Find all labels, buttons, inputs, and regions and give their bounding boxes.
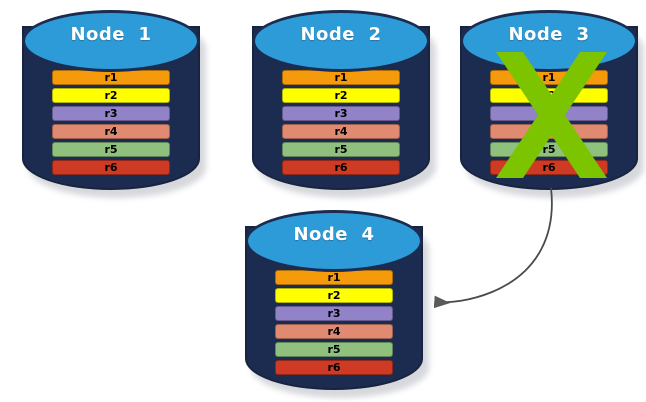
node-top-ellipse xyxy=(22,10,200,72)
node-title: Node 4 xyxy=(293,224,375,245)
record-row[interactable]: r4 xyxy=(52,124,170,139)
record-row[interactable]: r2 xyxy=(282,88,400,103)
record-row[interactable]: r2 xyxy=(52,88,170,103)
replication-arrow xyxy=(433,187,553,309)
node-top-ellipse xyxy=(460,10,638,72)
record-row[interactable]: r6 xyxy=(52,160,170,175)
record-list: r1 r2 r3 r4 r5 r6 xyxy=(275,270,393,378)
record-row[interactable]: r4 xyxy=(275,324,393,339)
record-row[interactable]: r5 xyxy=(275,342,393,357)
record-row[interactable]: r5 xyxy=(282,142,400,157)
record-row[interactable]: r6 xyxy=(282,160,400,175)
node-title: Node 3 xyxy=(508,24,590,45)
node-top-ellipse xyxy=(252,10,430,72)
record-list: r1 r2 r3 r4 r5 r6 xyxy=(282,70,400,178)
record-row[interactable]: r6 xyxy=(275,360,393,375)
node-cylinder-1[interactable]: r1 r2 r3 r4 r5 r6 Node 1 xyxy=(22,10,206,198)
node-title: Node 2 xyxy=(300,24,382,45)
record-row[interactable]: r5 xyxy=(52,142,170,157)
record-row[interactable]: r3 xyxy=(52,106,170,121)
failure-x-icon xyxy=(496,52,607,178)
record-row[interactable]: r2 xyxy=(275,288,393,303)
record-row[interactable]: r1 xyxy=(275,270,393,285)
node-top-ellipse xyxy=(245,210,423,272)
record-list: r1 r2 r3 r4 r5 r6 xyxy=(52,70,170,178)
record-row[interactable]: r3 xyxy=(275,306,393,321)
record-row[interactable]: r4 xyxy=(282,124,400,139)
node-title: Node 1 xyxy=(70,24,152,45)
node-cylinder-2[interactable]: r1 r2 r3 r4 r5 r6 Node 2 xyxy=(252,10,436,198)
record-row[interactable]: r3 xyxy=(282,106,400,121)
node-cylinder-4[interactable]: r1 r2 r3 r4 r5 r6 Node 4 xyxy=(245,210,429,398)
